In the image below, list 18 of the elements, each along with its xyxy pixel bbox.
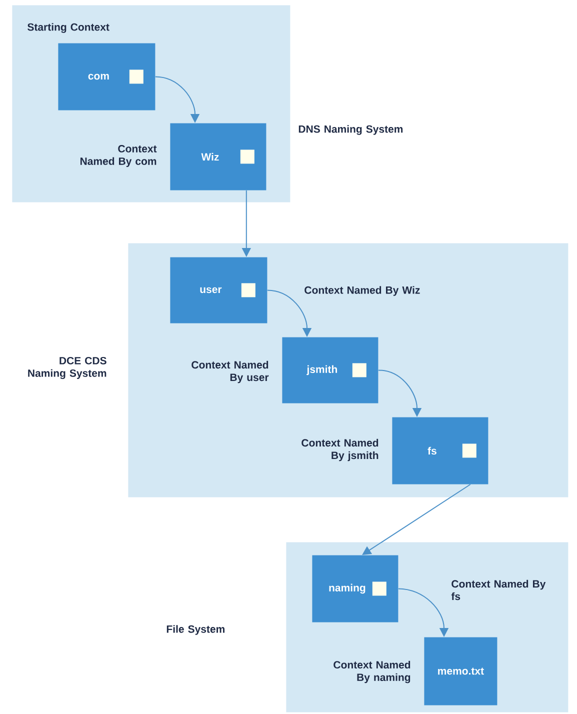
context-box: naming bbox=[312, 555, 398, 622]
context-box: fs bbox=[392, 417, 488, 484]
context-box: jsmith bbox=[282, 337, 378, 404]
context-box: user bbox=[170, 257, 268, 324]
system-label: DNS Naming System bbox=[298, 125, 403, 135]
context-label: Context Named By naming bbox=[334, 660, 410, 684]
context-label: Context Named By Wiz bbox=[304, 286, 420, 296]
context-label: Context Named By user bbox=[192, 360, 269, 384]
system-label: DCE CDS Naming System bbox=[28, 356, 106, 380]
context-label: Context Named By jsmith bbox=[302, 438, 378, 462]
context-label: Context Named By com bbox=[80, 145, 157, 167]
arrow bbox=[362, 484, 471, 555]
panel-heading: Starting Context bbox=[28, 23, 110, 33]
system-label: File System bbox=[166, 625, 224, 635]
system-label: Context Named By fs bbox=[451, 580, 546, 600]
context-box: memo.txt bbox=[424, 637, 498, 706]
context-box: com bbox=[58, 43, 156, 110]
context-box: Wiz bbox=[170, 123, 266, 190]
